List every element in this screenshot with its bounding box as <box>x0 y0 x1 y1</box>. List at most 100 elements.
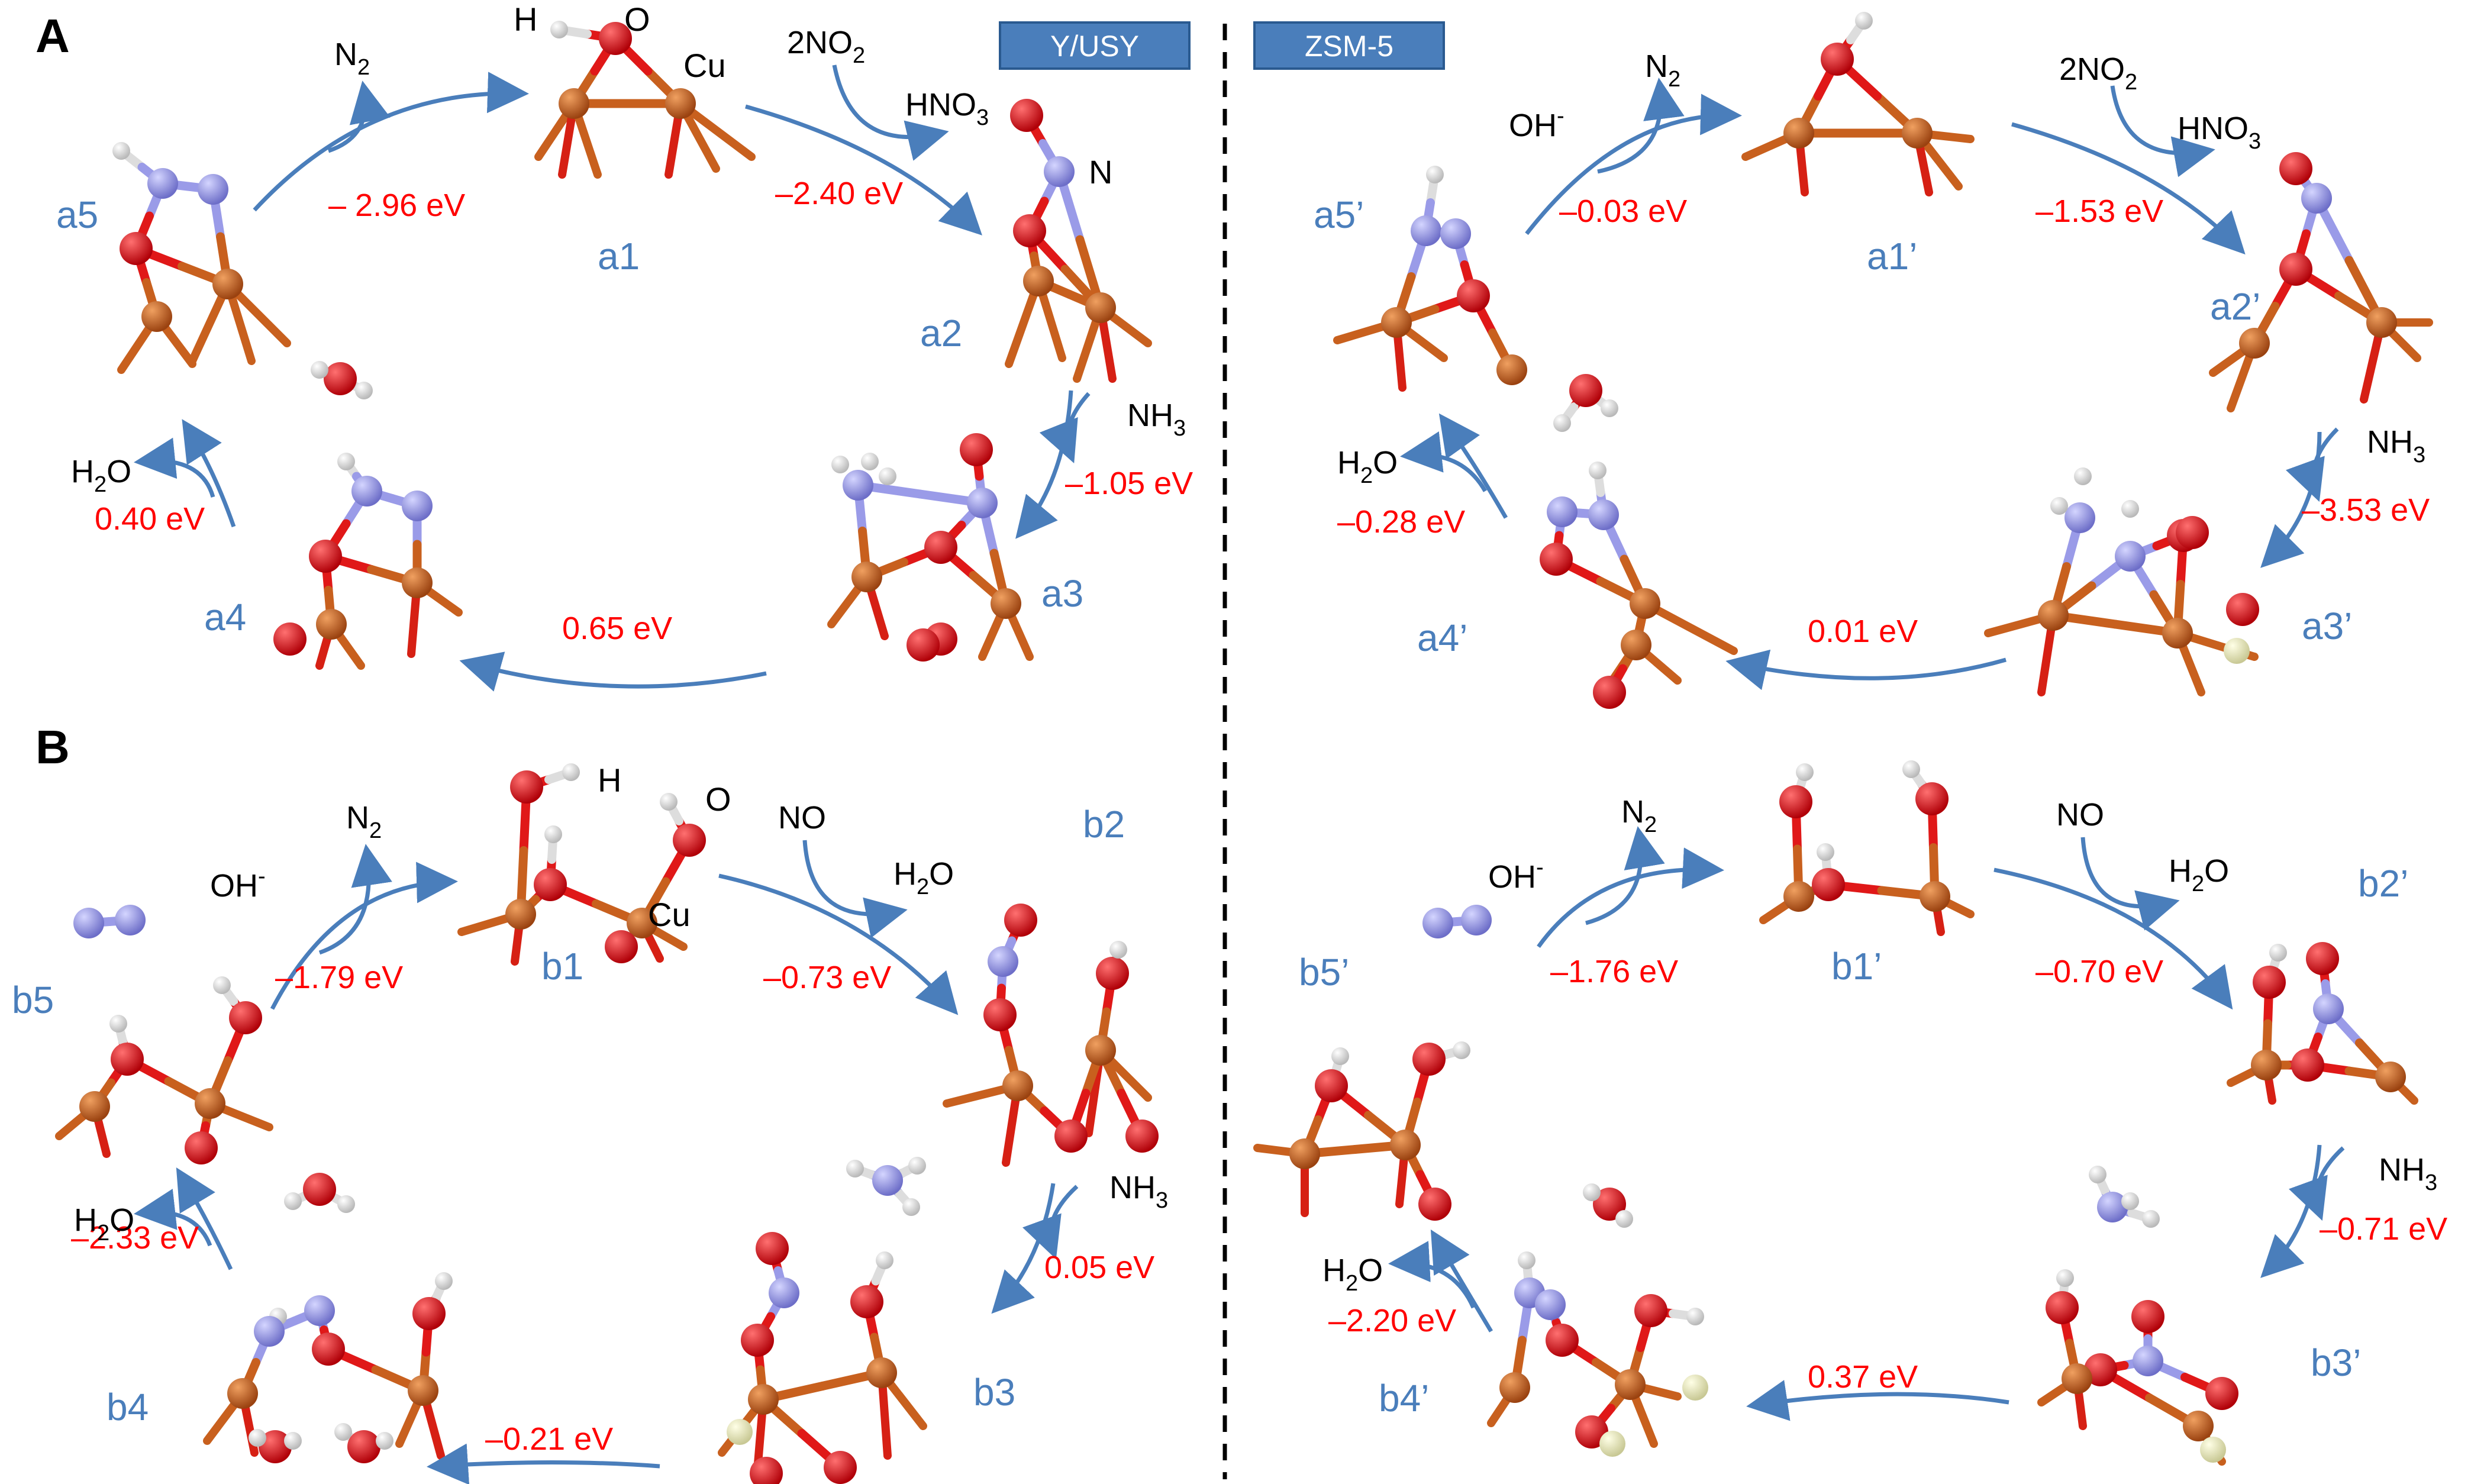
structure-w4 <box>334 1423 393 1463</box>
energy-labels: – 2.96 eV –2.40 eV –1.05 eV 0.65 eV 0.40… <box>71 176 2447 1457</box>
arrow-b5-b1 <box>270 862 458 1010</box>
molecule-n2: N2 <box>334 37 370 80</box>
atom-cu <box>2375 1062 2406 1092</box>
arrow-b3-b4 <box>427 1443 660 1484</box>
arrow-sub-no2-ap <box>2110 85 2215 178</box>
atom-o <box>673 824 706 857</box>
atom-o <box>1634 1294 1667 1327</box>
atom-h <box>2269 944 2287 962</box>
arrow-sub-oh-b <box>318 844 392 955</box>
atom-h <box>1109 941 1127 959</box>
atom-cu <box>866 1357 897 1388</box>
structure-b4 <box>203 1272 453 1460</box>
atom-h <box>544 825 562 843</box>
site-b4p: b4’ <box>1379 1377 1429 1420</box>
atom-n <box>1588 499 1619 530</box>
atom-n <box>402 491 433 521</box>
atom-h <box>2121 1192 2139 1210</box>
site-b3p: b3’ <box>2311 1341 2361 1384</box>
structure-b3p <box>2037 1269 2238 1466</box>
atom-al <box>2200 1437 2226 1463</box>
arrow-sub-h2o-a <box>134 437 215 498</box>
atom-cu <box>559 88 589 119</box>
atom-o <box>907 628 940 662</box>
atom-o <box>510 770 543 804</box>
atom-n <box>351 476 382 507</box>
structure-a2 <box>1005 99 1152 383</box>
atom-h <box>908 1157 926 1175</box>
atom-n <box>967 488 998 518</box>
atom-o <box>1540 543 1573 576</box>
atom-h <box>660 793 678 811</box>
arrow-a2-a3 <box>1015 390 1073 539</box>
energy-b3p-b4p: 0.37 eV <box>1808 1359 1918 1395</box>
arrow-a3-a4 <box>459 651 767 692</box>
arrow-a1-a2 <box>745 104 982 235</box>
atom-cu <box>1381 307 1412 338</box>
atom-o <box>309 540 342 573</box>
atom-o <box>741 1324 774 1357</box>
atom-o <box>2205 1377 2238 1410</box>
molecule-n2: N2 <box>1621 794 1657 837</box>
energy-b2-b3: 0.05 eV <box>1044 1250 1154 1285</box>
atom-h <box>1817 843 1834 861</box>
structure-nh3bp <box>2089 1166 2160 1228</box>
atom-o <box>273 622 307 656</box>
atom-cu <box>1621 630 1651 660</box>
atom-h <box>2056 1269 2074 1287</box>
molecule-hno3: HNO3 <box>2178 111 2261 154</box>
atom-h <box>109 1015 127 1033</box>
site-a5: a5 <box>56 193 98 236</box>
atom-h <box>861 453 879 470</box>
energy-a1p-a2p: –1.53 eV <box>2035 193 2163 229</box>
atom-cu <box>2251 1050 2282 1080</box>
atom-o <box>605 930 638 963</box>
atom-h <box>1553 414 1571 432</box>
site-a3: a3 <box>1041 572 1083 615</box>
arrow-a4-a5 <box>182 419 236 528</box>
molecule-nh3: NH3 <box>1109 1170 1168 1213</box>
atom-h <box>2050 497 2068 515</box>
arrow-sub-no2-a <box>832 64 949 161</box>
zeolite-label-zsm5: ZSM-5 <box>1253 21 1445 70</box>
atom-h <box>284 1432 302 1450</box>
site-a2: a2 <box>920 312 962 354</box>
site-b2p: b2’ <box>2358 862 2408 905</box>
atom-o <box>1125 1120 1159 1153</box>
structure-n2b <box>73 905 146 938</box>
atom-cu <box>1002 1070 1033 1101</box>
site-b5: b5 <box>12 979 54 1021</box>
atom-n <box>304 1295 335 1326</box>
molecular-structures <box>55 12 2433 1484</box>
atom-h <box>376 1432 393 1450</box>
site-b1: b1 <box>541 945 583 988</box>
structure-a3p <box>1984 467 2259 696</box>
atom-o <box>1457 279 1490 312</box>
cycle-arrows <box>134 64 2345 1484</box>
atom-o <box>312 1333 345 1366</box>
atom-h <box>284 1192 302 1210</box>
site-a3p: a3’ <box>2302 605 2352 647</box>
atom-n <box>2301 183 2332 214</box>
energy-b5-b1: –1.79 eV <box>275 960 403 995</box>
site-labels: a1 a2 a3 a4 a5 a1’ a2’ a3’ a4’ a5’ b1 b2… <box>12 193 2408 1428</box>
energy-b4p-b5p: –2.20 eV <box>1328 1303 1456 1338</box>
atom-o <box>120 232 153 265</box>
atom-o <box>1593 1188 1626 1221</box>
molecule-no2: 2NO2 <box>2059 51 2137 95</box>
site-b4: b4 <box>107 1386 149 1428</box>
arrow-b1-b2 <box>718 873 959 1015</box>
atom-o <box>1054 1120 1088 1153</box>
arrow-a3p-a4p <box>1725 649 2007 691</box>
structure-w3 <box>249 1429 302 1463</box>
atom-h <box>846 1160 864 1177</box>
structure-a4p <box>1540 462 1738 709</box>
atom-cu <box>1496 354 1527 385</box>
atom-h <box>249 1429 266 1447</box>
atom-cu <box>991 588 1021 619</box>
arrow-sub-h2o-bp <box>1388 1241 1476 1309</box>
atom-cu <box>1902 118 1933 149</box>
atom-n <box>1422 908 1453 938</box>
energy-a4-a5: 0.40 eV <box>95 501 205 537</box>
atom-n <box>73 908 104 938</box>
